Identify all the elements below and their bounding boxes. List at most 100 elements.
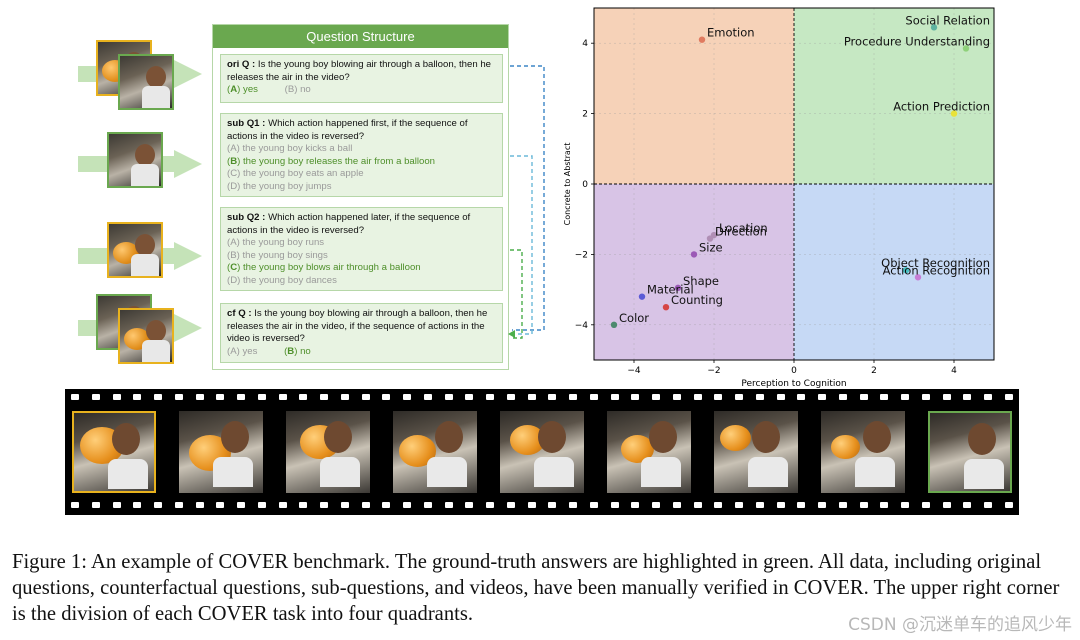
sprocket-hole [299,394,307,400]
question-structure-panel: Question Structure ori Q : Is the young … [212,24,509,370]
sprocket-hole [818,502,826,508]
sprocket-hole [777,394,785,400]
sprocket-hole [797,394,805,400]
point-label: Emotion [707,26,755,40]
sprocket-hole [362,502,370,508]
sprocket-hole [341,502,349,508]
x-axis-label: Perception to Cognition [741,379,846,388]
sprocket-hole [216,394,224,400]
sprocket-hole [486,394,494,400]
data-point [611,322,617,328]
thumb-row-sub2 [78,222,210,292]
thumb-row-sub1 [78,130,210,200]
option-b: (B) no [284,346,311,359]
sprocket-hole [92,502,100,508]
sprocket-hole [382,394,390,400]
sprocket-hole [258,394,266,400]
video-filmstrip [65,389,1019,515]
sprocket-hole [279,394,287,400]
sprocket-hole [113,502,121,508]
sprocket-hole [445,502,453,508]
sprocket-hole [860,394,868,400]
y-tick-label: −4 [575,321,589,331]
sprocket-hole [133,502,141,508]
y-tick-label: −2 [575,250,588,260]
x-tick-label: 4 [951,366,957,376]
sprocket-hole [839,502,847,508]
sprocket-hole [196,502,204,508]
video-frame [72,411,156,493]
sprocket-hole [1005,394,1013,400]
video-thumbnail [107,132,163,188]
sprocket-hole [984,394,992,400]
data-point [639,293,645,299]
y-tick-label: 4 [582,39,588,49]
data-point [663,304,669,310]
sprocket-hole [424,394,432,400]
y-axis-label: Concrete to Abstract [563,143,572,226]
thumb-row-ori [78,40,210,110]
sprocket-hole [735,502,743,508]
sprocket-hole [652,502,660,508]
sprocket-hole [694,394,702,400]
sprocket-hole [922,502,930,508]
video-frame [714,411,798,493]
sprocket-hole [818,394,826,400]
point-label: Social Relation [905,13,990,27]
sprocket-hole [901,502,909,508]
option-c: (C) the young boy eats an apple [227,168,496,181]
x-tick-label: 0 [791,366,797,376]
sprocket-hole [465,394,473,400]
point-label: Counting [671,293,723,307]
quadrant-bottom-left [594,184,794,360]
sprocket-hole [797,502,805,508]
sprocket-hole [133,394,141,400]
question-label: sub Q1 : [227,118,265,129]
point-label: Action Prediction [893,100,990,114]
sprocket-holes-top [71,394,1013,402]
sprocket-hole [1005,502,1013,508]
sprocket-hole [901,394,909,400]
sprocket-hole [258,502,266,508]
sprocket-hole [880,502,888,508]
sprocket-hole [424,502,432,508]
y-tick-label: 0 [582,180,588,190]
sprocket-hole [714,394,722,400]
point-label: Direction [715,225,767,239]
sprocket-hole [196,394,204,400]
video-thumbnail [118,308,174,364]
sprocket-hole [590,394,598,400]
video-frame [500,411,584,493]
x-tick-label: −2 [707,366,720,376]
sprocket-hole [362,394,370,400]
sprocket-hole [569,502,577,508]
video-frame [179,411,263,493]
sprocket-hole [860,502,868,508]
sprocket-hole [963,502,971,508]
option-b: (B) no [285,84,311,97]
sprocket-hole [548,502,556,508]
sprocket-hole [403,502,411,508]
sprocket-hole [71,394,79,400]
sprocket-hole [507,502,515,508]
sprocket-hole [652,394,660,400]
sprocket-hole [154,394,162,400]
option-a: (A) yes [227,346,257,359]
sprocket-hole [963,394,971,400]
sprocket-hole [403,394,411,400]
sprocket-hole [154,502,162,508]
sprocket-hole [631,394,639,400]
point-label: Procedure Understanding [844,34,990,48]
video-frame [607,411,691,493]
question-box-ori: ori Q : Is the young boy blowing air thr… [220,54,503,103]
sprocket-hole [714,502,722,508]
sprocket-hole [92,394,100,400]
video-frame [286,411,370,493]
sprocket-hole [631,502,639,508]
sprocket-hole [175,502,183,508]
sprocket-hole [943,394,951,400]
question-text: Is the young boy blowing air through a b… [227,308,487,344]
y-tick-label: 2 [582,110,588,120]
video-thumbnail [118,54,174,110]
